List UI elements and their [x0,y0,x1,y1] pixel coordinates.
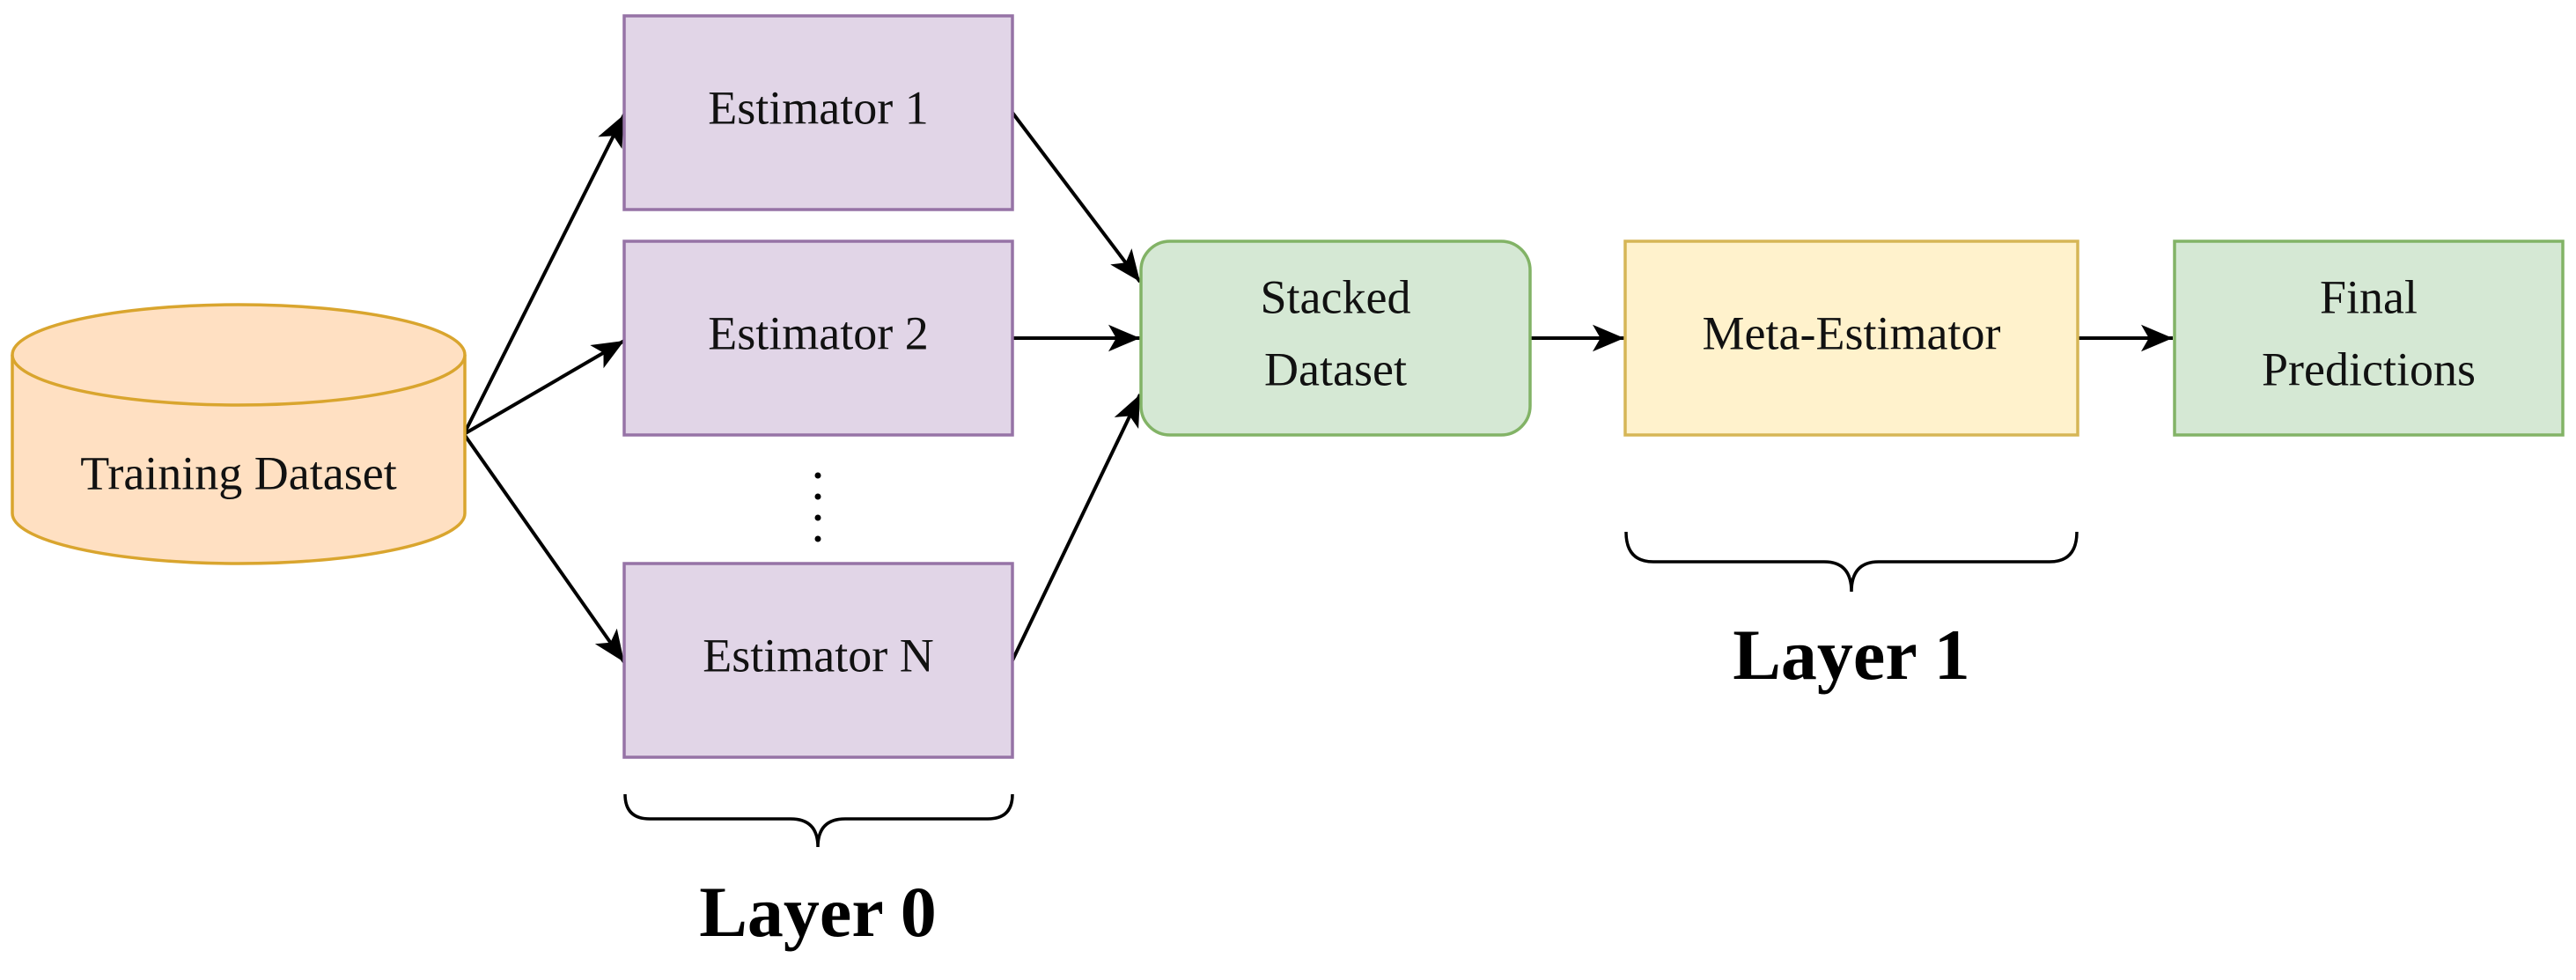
estimator-1-box [622,14,1014,211]
edge-estimator-1-to-stacked [1011,111,1142,284]
training-dataset-cylinder-body [11,355,467,565]
meta-estimator-box [1623,239,2079,437]
ellipsis-dot [814,472,821,479]
ellipsis-dots [814,472,821,542]
training-dataset-label: Training Dataset [80,446,396,499]
estimator-1-node: Estimator 1 [622,14,1014,211]
layer-0-label: Layer 0 [699,872,937,952]
edge-training-to-estimator-1 [462,114,626,435]
stacked-dataset-node: Stacked Dataset [1139,239,1532,437]
training-dataset-node: Training Dataset [11,303,467,565]
estimator-2-label: Estimator 2 [708,306,928,359]
layer-1-brace [1624,531,2079,593]
estimator-n-node: Estimator N [622,562,1014,759]
layer-0-brace [623,793,1014,848]
training-dataset-cylinder-top [11,303,467,407]
stacked-dataset-label-line-1: Stacked [1261,270,1411,323]
estimator-n-label: Estimator N [703,629,933,682]
ellipsis-dot [814,514,821,521]
estimator-n-box [622,562,1014,759]
edges [462,111,2173,664]
final-predictions-label-line-1: Final [2320,270,2418,323]
ellipsis-dot [814,493,821,500]
edge-training-to-estimator-n [462,432,626,664]
meta-estimator-node: Meta-Estimator [1623,239,2079,437]
edge-training-to-estimator-2 [462,339,626,436]
stacked-dataset-label-line-2: Dataset [1264,343,1407,395]
estimator-2-node: Estimator 2 [622,239,1014,437]
final-predictions-label-line-2: Predictions [2262,343,2476,395]
estimator-1-label: Estimator 1 [708,81,928,134]
final-predictions-node: Final Predictions [2173,239,2565,437]
final-predictions-box [2173,239,2565,437]
edge-estimator-n-to-stacked [1011,394,1142,661]
ellipsis-dot [814,535,821,542]
meta-estimator-label: Meta-Estimator [1703,306,2001,359]
estimator-2-box [622,239,1014,437]
layer-1-label: Layer 1 [1733,615,1970,695]
stacked-dataset-box [1139,239,1532,437]
